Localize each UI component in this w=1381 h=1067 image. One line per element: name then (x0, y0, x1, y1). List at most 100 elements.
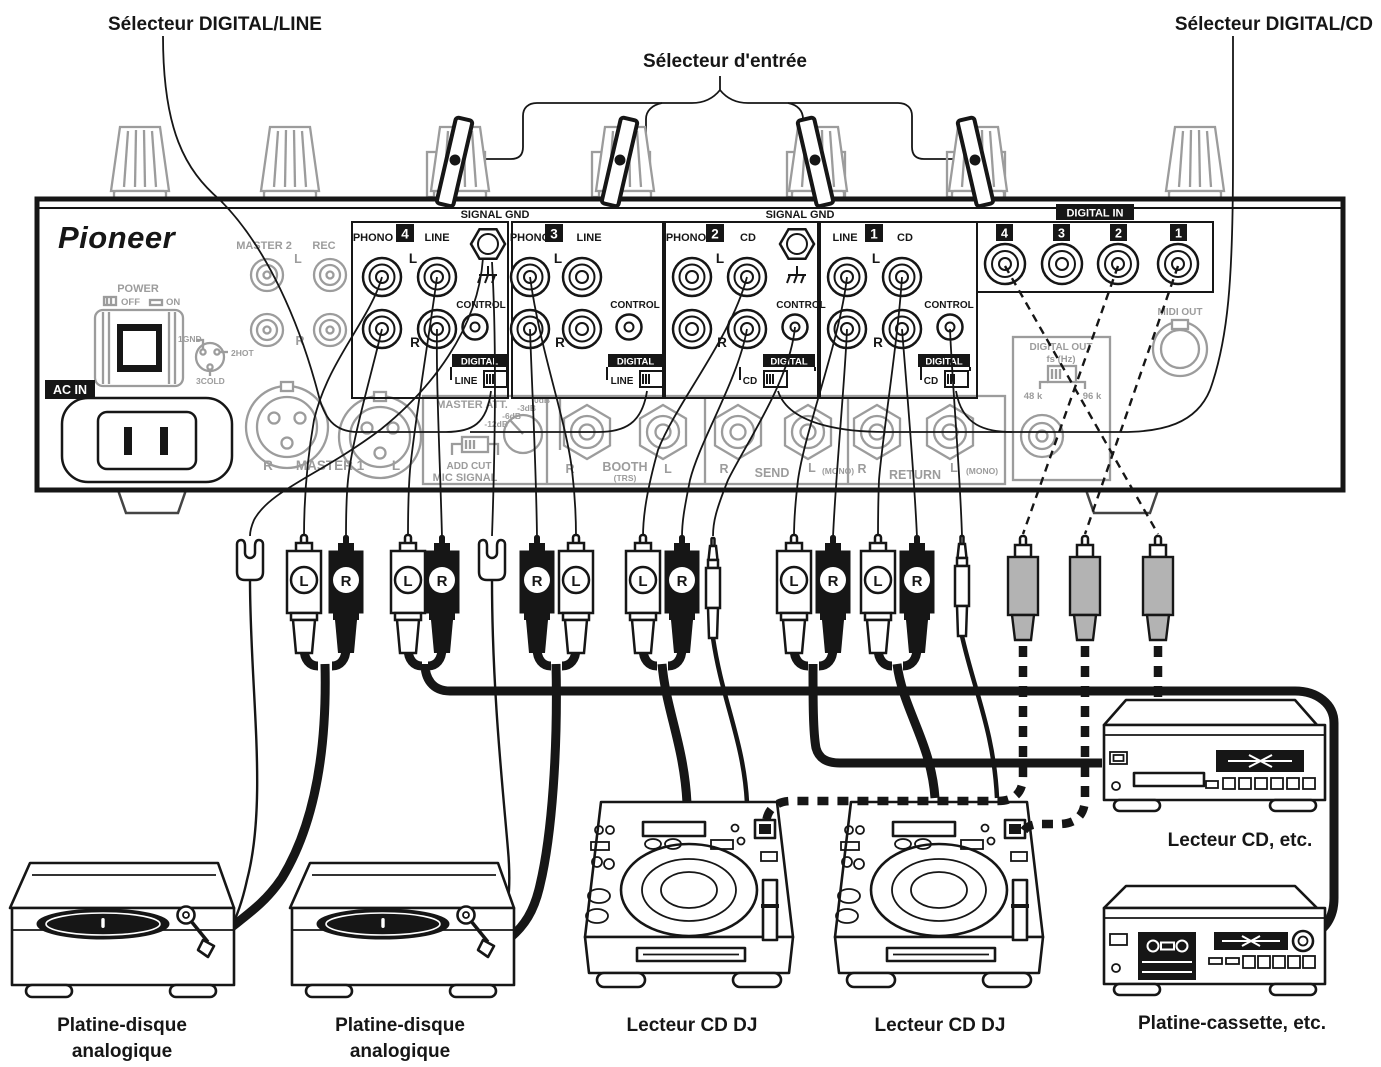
cdj2-label: Lecteur CD DJ (875, 1015, 1006, 1036)
rca-plug-black (328, 534, 364, 654)
att-3db: -3dB (517, 403, 536, 413)
xlr-pin3: 3COLD (196, 376, 225, 386)
panel-gray-section: MASTER 2 REC L R POWER OFF ON 1GND 2HOT … (45, 240, 1209, 486)
digital-cables (761, 646, 1090, 839)
digital-in-3: 3 (1058, 227, 1065, 241)
power-label: POWER (117, 283, 159, 295)
digital-in-section: DIGITAL IN 4 3 2 1 (976, 204, 1214, 293)
rca-plug-white (624, 533, 662, 655)
mic-signal-label: MIC SIGNAL (433, 472, 498, 484)
ch1-number: 1 (870, 227, 878, 242)
send-l: L (808, 461, 816, 475)
ch1-line-label: LINE (832, 232, 857, 244)
turntable1-label-1: Platine-disque (57, 1015, 187, 1036)
ch3-number: 3 (550, 227, 558, 242)
ground-spade-lug (477, 538, 507, 582)
rec-jack-r (312, 312, 348, 348)
brand-logo: Pioneer (58, 220, 177, 255)
ch2-number: 2 (711, 227, 719, 242)
channel-2: PHONO 2 CD L R CONTROL DIGITAL CD (664, 221, 826, 399)
plug-letter: R (341, 573, 352, 590)
ch4-line-label: LINE (424, 232, 449, 244)
ch2-switch-cd-label: CD (743, 376, 757, 387)
ac-in-badge (45, 380, 95, 399)
callout-digital-cd: Sélecteur DIGITAL/CD (1175, 14, 1373, 35)
plug-letter: L (571, 573, 580, 590)
rca-plug-white (775, 533, 813, 655)
ch2-control-label: CONTROL (776, 300, 825, 311)
rca-plug-white (557, 533, 595, 655)
channel-1: LINE 1 CD L R CONTROL DIGITAL CD (819, 221, 978, 399)
booth-trs: (TRS) (614, 473, 637, 483)
rear-knobs (109, 125, 1226, 200)
ch2-phono-r-jack (671, 308, 713, 350)
master2-jack-r (249, 312, 285, 348)
mic-signal-switch (450, 435, 500, 455)
cdj1-label: Lecteur CD DJ (627, 1015, 758, 1036)
ch1-l: L (872, 251, 880, 266)
rca-plug-black (899, 534, 935, 654)
input-selector-knobs (425, 125, 1009, 200)
digital-in-1: 1 (1175, 227, 1182, 241)
rca-plug-black (519, 534, 555, 654)
send-label: SEND (755, 466, 790, 480)
digital-in-4: 4 (1001, 227, 1008, 241)
turntable2-label-2: analogique (350, 1041, 450, 1062)
rca-plug-black (424, 534, 460, 654)
ch3-control-label: CONTROL (610, 300, 659, 311)
rec-jack-l (312, 257, 348, 293)
ch4-number: 4 (401, 227, 409, 242)
input-selector-leader (462, 76, 971, 160)
signal-gnd-screw (778, 228, 816, 260)
channel-4: PHONO 4 LINE L R CONTROL DIGITAL LINE (351, 221, 509, 399)
digital-in-jack-4 (983, 242, 1027, 286)
add-cut-label: ADD CUT (447, 461, 492, 472)
rca-plug-black (664, 534, 700, 654)
digital-in-jack-1 (1156, 242, 1200, 286)
control-minijack-plug (953, 534, 971, 638)
digital-in-jack-2 (1096, 242, 1140, 286)
plug-letter: L (299, 573, 308, 590)
ch1-digital-label: DIGITAL (925, 357, 962, 368)
master1-label: MASTER 1 (296, 458, 365, 473)
signal-gnd-label: SIGNAL GND (766, 209, 835, 221)
device-cables (224, 579, 1339, 942)
ch3-digital-label: DIGITAL (617, 357, 654, 368)
digital-in-2: 2 (1115, 227, 1122, 241)
rotary-knob (109, 125, 171, 200)
att-6db: -6dB (502, 411, 521, 421)
ch3-r: R (555, 335, 565, 350)
att-12db: -12dB (484, 419, 508, 429)
master1-r: R (263, 458, 273, 473)
ch3-control-jack (615, 313, 643, 341)
l-label: L (294, 252, 302, 266)
return-r: R (857, 462, 866, 476)
ch2-digital-label: DIGITAL (770, 357, 807, 368)
xlr-pin1: 1GND (178, 334, 202, 344)
digital-out-label: DIGITAL OUT (1030, 342, 1093, 353)
panel-foot (1084, 488, 1160, 515)
fs-96k: 96 k (1083, 391, 1102, 402)
booth-l: L (664, 462, 672, 476)
r-label: R (295, 334, 304, 348)
ch4-phono-label: PHONO (353, 232, 394, 244)
send-r: R (719, 462, 728, 476)
channel-3: PHONO 3 LINE L R CONTROL DIGITAL LINE (509, 221, 664, 399)
ch4-switch-line-label: LINE (455, 376, 478, 387)
plug-letter: L (403, 573, 412, 590)
digital-coax-plug (1141, 534, 1175, 642)
turntable1-label-2: analogique (72, 1041, 172, 1062)
rca-plug-white (285, 533, 323, 655)
ch1-r: R (873, 335, 883, 350)
rotary-knob (259, 125, 321, 200)
ch1-control-label: CONTROL (924, 300, 973, 311)
jack-leads (249, 257, 1180, 538)
ch3-line-r-jack (561, 308, 603, 350)
ch3-digital-line-switch (639, 370, 664, 388)
ch2-digital-cd-switch (763, 370, 788, 388)
cable-plugs: L R L R R L L R L R L R (235, 533, 1175, 655)
ch2-phono-l-jack (671, 256, 713, 298)
signal-gnd-label: SIGNAL GND (461, 209, 530, 221)
digital-coax-plug (1068, 534, 1102, 642)
